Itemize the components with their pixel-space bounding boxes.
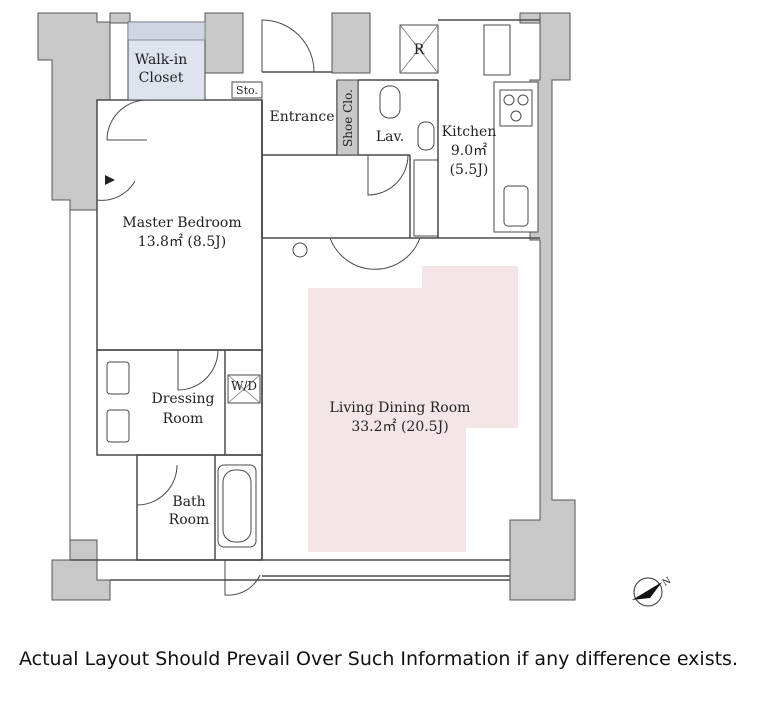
bath-door [136,464,178,506]
dressing-label-2: Room [163,411,204,427]
kitchen-counter-top [483,24,511,76]
kitchen-jo: (5.5J) [450,162,489,178]
kitchen-area: 9.0㎡ [451,143,487,159]
entry-arrow-icon [105,175,115,185]
balcony-door [96,162,136,201]
walkin-label-2: Closet [139,70,184,86]
bath-balcony-door [224,560,261,596]
entrance-label: Entrance [269,109,334,125]
kitchen-sink [503,185,529,227]
compass-letter: N [661,576,673,589]
living-name: Living Dining Room [330,400,471,416]
dressing-label-1: Dressing [151,391,214,407]
shoe-closet [336,79,359,156]
dressing-shelf-2 [106,409,130,443]
bath-label-1: Bath [172,494,205,510]
disclaimer-text: Actual Layout Should Prevail Over Such I… [19,648,738,670]
burner-1 [503,94,515,106]
lavatory-label: Lav. [376,129,404,145]
living-door [329,237,421,270]
kitchen-name: Kitchen [442,124,497,140]
lavatory-door [367,154,409,196]
walkin-shelf [127,21,206,41]
shoe-closet-label: Shoe Clo. [341,89,355,147]
cooktop [499,89,533,127]
bathtub [217,464,257,548]
lavatory-basin [417,121,435,151]
structural-walls [37,12,576,601]
burner-2 [517,94,529,106]
wd-label: W/D [231,379,257,393]
kitchen-cabinet [413,159,439,237]
storage-box [231,81,263,99]
living-size: 33.2㎡ (20.5J) [351,419,448,435]
toilet [379,85,401,119]
storage-label: Sto. [236,84,258,97]
living-dining-highlight [308,266,518,552]
bath-label-2: Room [169,512,210,528]
bedroom-size: 13.8㎡ (8.5J) [138,234,226,250]
refrigerator-label: R [414,42,425,58]
wd-space [227,374,261,404]
burner-3 [510,110,522,122]
entrance-door [261,19,315,73]
refrigerator-space [399,24,439,74]
walkin-label-1: Walk-in [135,52,187,68]
floor-plan: Walk-in Closet Sto. Entrance Shoe Clo. L… [37,12,673,607]
bedroom-name: Master Bedroom [122,215,241,231]
kitchen-counter [493,81,539,233]
compass-icon: N [632,576,673,607]
dressing-door [177,349,219,391]
dressing-shelf-1 [106,361,130,395]
bathtub-inner [222,469,252,543]
bedroom-door [106,99,148,141]
